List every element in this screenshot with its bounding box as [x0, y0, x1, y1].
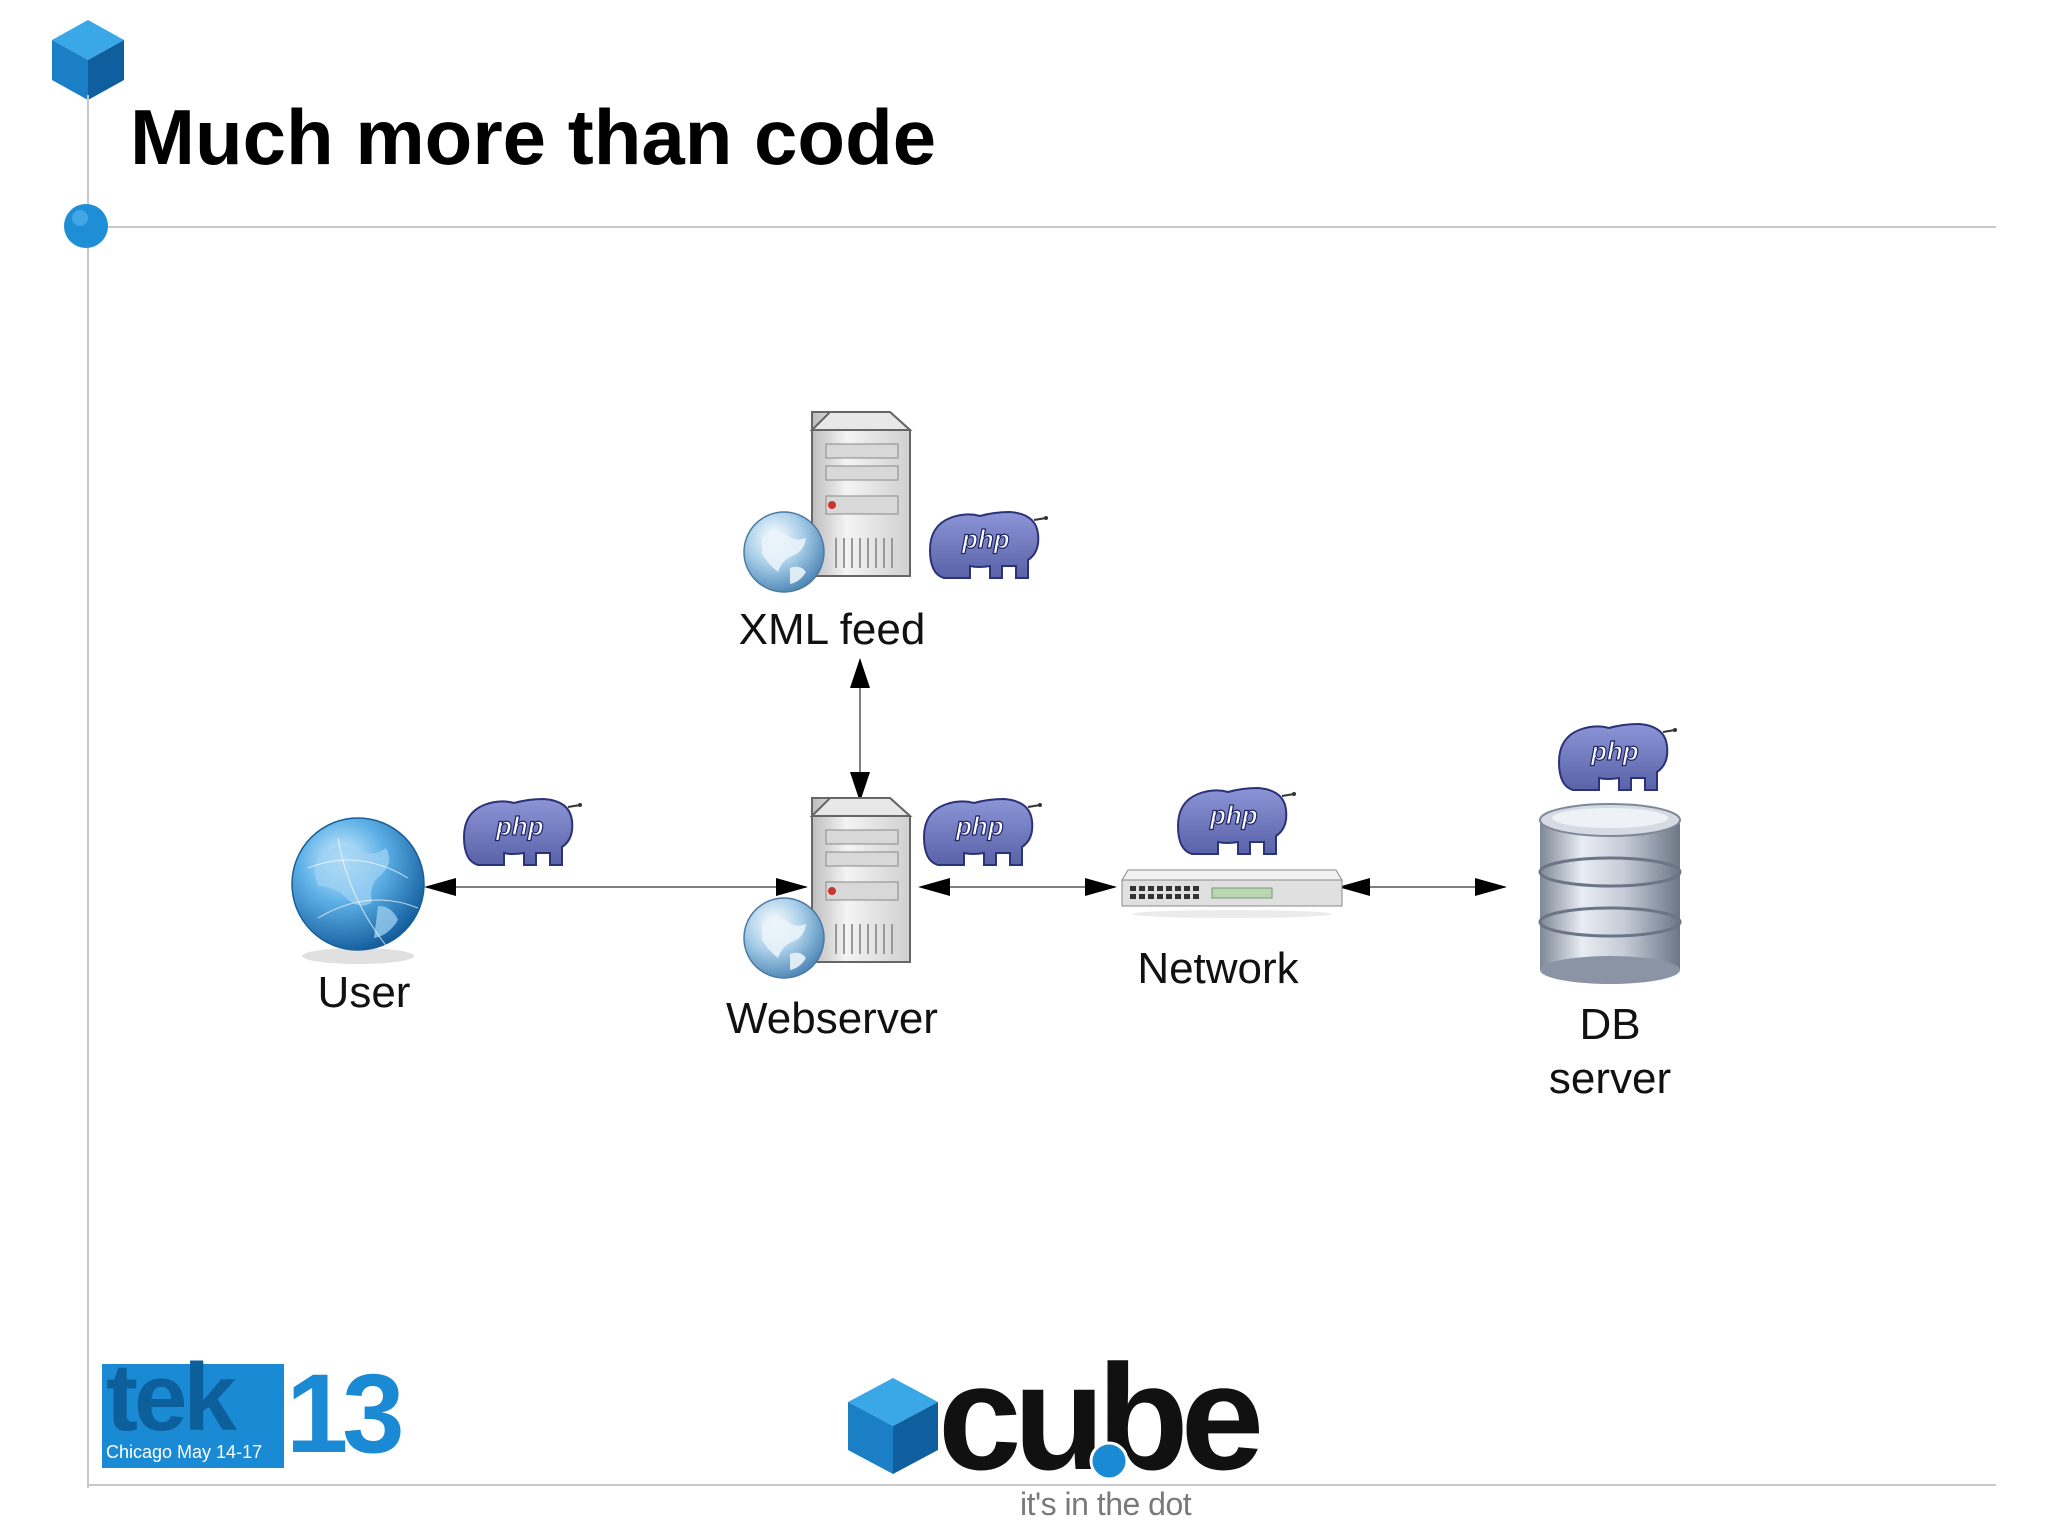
php-label: php: [955, 811, 1004, 841]
arrowheads: [424, 658, 1507, 896]
cube-logo-icon: [848, 1378, 938, 1474]
small-globe-icon: [743, 897, 825, 979]
php-elephant-icon: php: [1176, 786, 1296, 855]
php-elephant-icon: php: [922, 797, 1042, 866]
php-label: php: [1209, 800, 1258, 830]
php-label: php: [1590, 736, 1639, 766]
php-elephant-icon: php: [928, 510, 1048, 579]
page-title: Much more than code: [130, 93, 937, 181]
db-label-line2: server: [1548, 1054, 1672, 1103]
php-elephant-icon: php: [462, 797, 582, 866]
xml-feed-server-icon: [743, 411, 913, 593]
network-switch-icon: [1121, 869, 1343, 918]
cube-logo-tagline: it's in the dot: [1020, 1486, 1192, 1522]
node-label-xml-feed: XML feed: [738, 605, 926, 654]
tek-logo-subtitle: Chicago May 14-17: [106, 1442, 263, 1462]
node-label-webserver: Webserver: [726, 994, 938, 1043]
database-icon: [1538, 803, 1682, 984]
php-label: php: [495, 811, 544, 841]
tek-logo-word: tek: [106, 1344, 237, 1451]
small-globe-icon: [743, 511, 825, 593]
cube-logo-dot-icon: [1089, 1441, 1129, 1481]
php-elephant-icon: php: [1557, 722, 1677, 791]
user-globe-icon: [291, 817, 425, 964]
webserver-server-icon: [743, 797, 913, 979]
tek13-logo: tek Chicago May 14-17 13: [102, 1350, 405, 1470]
tek-logo-number: 13: [286, 1351, 405, 1476]
php-label: php: [961, 524, 1010, 554]
node-label-user: User: [317, 968, 411, 1017]
node-label-network: Network: [1137, 944, 1299, 993]
corner-cube-icon: [52, 20, 124, 100]
db-label-line1: DB: [1579, 1000, 1641, 1049]
node-label-db-server: DB server: [1510, 998, 1710, 1106]
tek-logo-block: [102, 1364, 284, 1468]
